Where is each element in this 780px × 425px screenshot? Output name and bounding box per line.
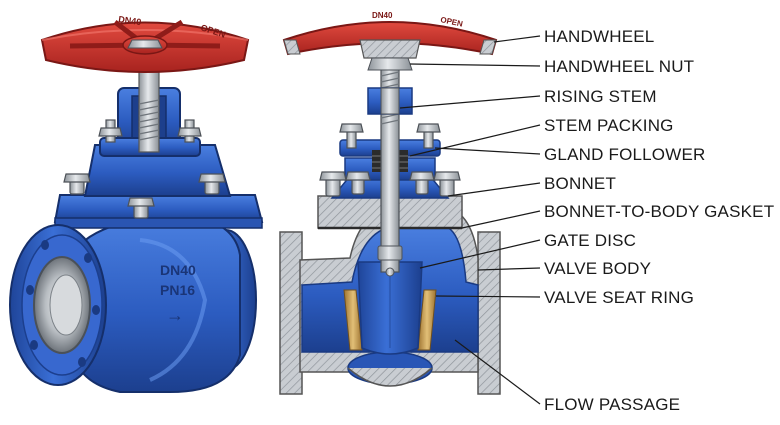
handwheel-cutaway: DN40 OPEN [282,11,498,71]
cutaway-handwheel-size-marking: DN40 [372,11,393,20]
callout-label-handwheel: HANDWHEEL [544,27,655,46]
callout-label-bonnet-to-body-gasket: BONNET-TO-BODY GASKET [544,202,775,221]
callout-label-bonnet: BONNET [544,174,617,193]
body-size-marking: DN40 [160,262,196,278]
callout-label-gate-disc: GATE DISC [544,231,637,250]
leader-lines [399,35,541,405]
callout-label-valve-body: VALVE BODY [544,259,652,278]
callout-label-valve-seat-ring: VALVE SEAT RING [544,288,695,307]
callout-label-stem-packing: STEM PACKING [544,116,674,135]
cutaway-valve-view: DN40 OPEN [279,11,501,395]
external-valve-view: DN40 PN16 → DN40 OPEN [9,14,264,393]
callout-label-gland-follower: GLAND FOLLOWER [544,145,706,164]
handwheel-external: DN40 OPEN [40,14,250,73]
body-pressure-marking: PN16 [160,282,195,298]
flow-direction-arrow: → [166,305,184,325]
callout-label-rising-stem: RISING STEM [544,87,657,106]
callout-label-flow-passage: FLOW PASSAGE [544,395,681,414]
handwheel-size-marking: DN40 [118,14,142,27]
callout-label-handwheel-nut: HANDWHEEL NUT [544,57,695,76]
